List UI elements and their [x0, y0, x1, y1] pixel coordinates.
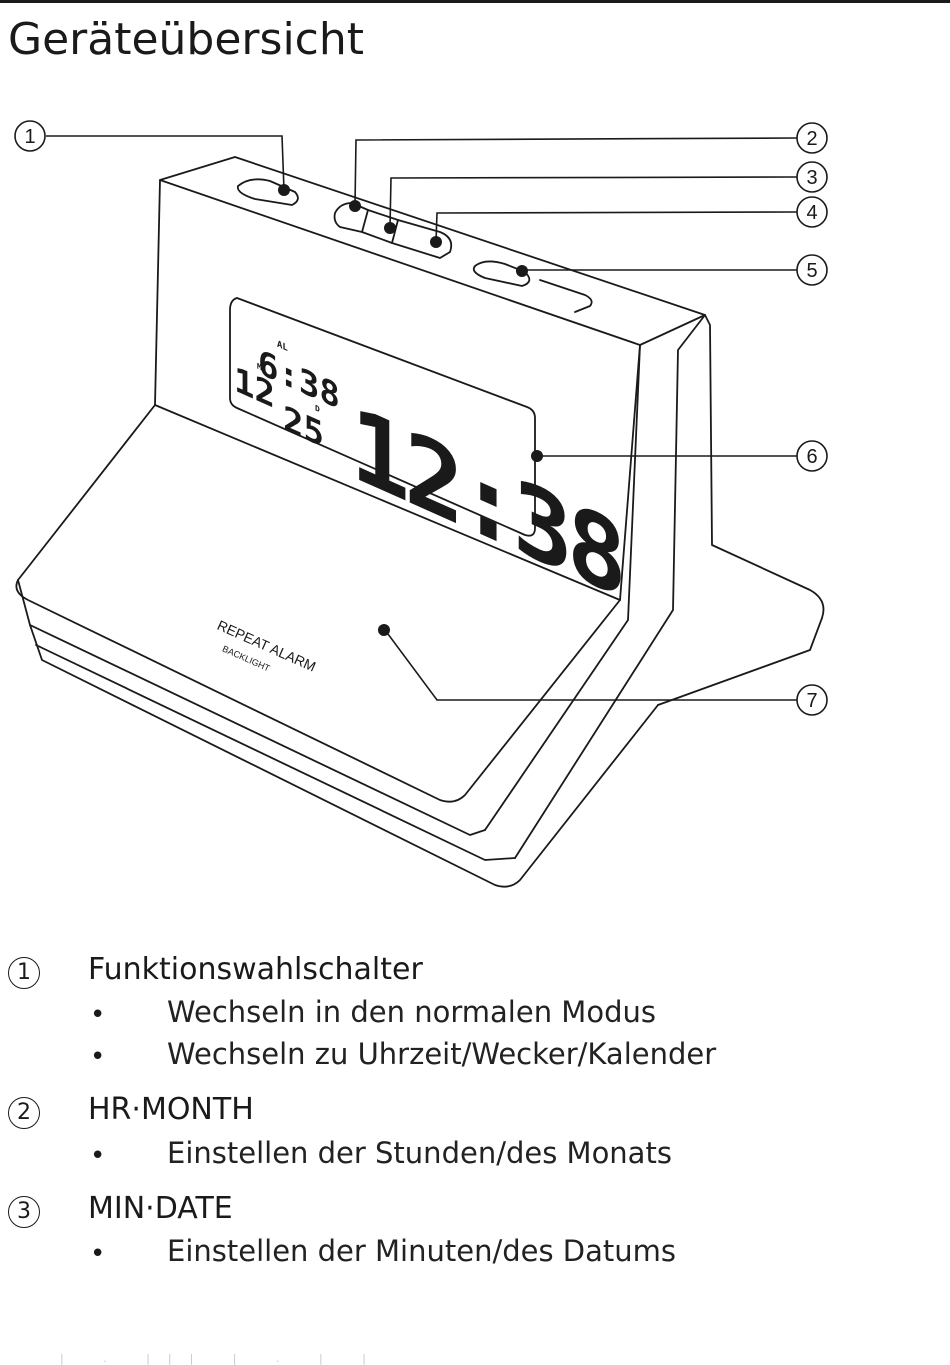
callout-6: 6 [806, 446, 817, 468]
legend-1-bullet-1: Wechseln in den normalen Modus [167, 995, 656, 1029]
page-title: Geräteübersicht [8, 14, 364, 65]
leader-2 [354, 137, 798, 206]
callout-1: 1 [24, 126, 35, 148]
base-front [17, 579, 486, 836]
back-ridge [539, 279, 593, 313]
top-rule [0, 0, 950, 3]
legend-heading-1: Funktionswahlschalter [88, 952, 423, 987]
bullet-mark: • [90, 1141, 106, 1171]
bullet-mark: • [90, 1000, 106, 1030]
lcd-day-marker: D [315, 403, 320, 415]
callout-3: 3 [806, 167, 817, 189]
callout-4: 4 [806, 202, 817, 224]
legend-number-3: 3 [8, 1196, 40, 1228]
lcd-window [229, 297, 536, 537]
bullet-mark: • [90, 1239, 106, 1269]
switch-1 [236, 178, 299, 206]
base-top [15, 404, 621, 803]
footer-marks: | . ||| | . | | [60, 1352, 384, 1365]
knob-5 [472, 260, 531, 287]
legend-heading-3: MIN·DATE [88, 1191, 233, 1226]
bullet-mark: • [90, 1042, 106, 1072]
lcd-month-marker: M [257, 361, 262, 373]
front-face [154, 179, 641, 601]
button-2 [333, 202, 369, 233]
right-side-outer [657, 314, 825, 706]
base-line [35, 644, 516, 861]
callout-5: 5 [806, 260, 817, 282]
button-3 [361, 209, 399, 244]
device-diagram: 1 2 3 4 5 6 7 AL 6:38 12 M 25 D 12:38 RE… [14, 120, 828, 888]
base-bottom [29, 624, 659, 888]
legend-number-2: 2 [8, 1097, 40, 1129]
leader-1 [46, 135, 285, 191]
top-face [159, 156, 706, 346]
button-4 [391, 219, 453, 259]
callout-7: 7 [806, 690, 817, 712]
lcd-alarm-label: AL [277, 339, 288, 354]
legend-2-bullet-1: Einstellen der Stunden/des Monats [167, 1136, 672, 1170]
lcd-main-time: 12:38 [350, 383, 621, 620]
legend-number-1: 1 [8, 957, 40, 989]
legend-1-bullet-2: Wechseln zu Uhrzeit/Wecker/Kalender [167, 1037, 717, 1071]
legend-3-bullet-1: Einstellen der Minuten/des Datums [167, 1234, 677, 1268]
callout-2: 2 [806, 128, 817, 150]
leader-3 [389, 176, 798, 228]
leader-7 [384, 629, 797, 701]
right-side-inner [484, 344, 641, 831]
legend-heading-2: HR·MONTH [88, 1092, 254, 1127]
leader-4 [435, 211, 798, 243]
right-side-mid [514, 314, 706, 859]
